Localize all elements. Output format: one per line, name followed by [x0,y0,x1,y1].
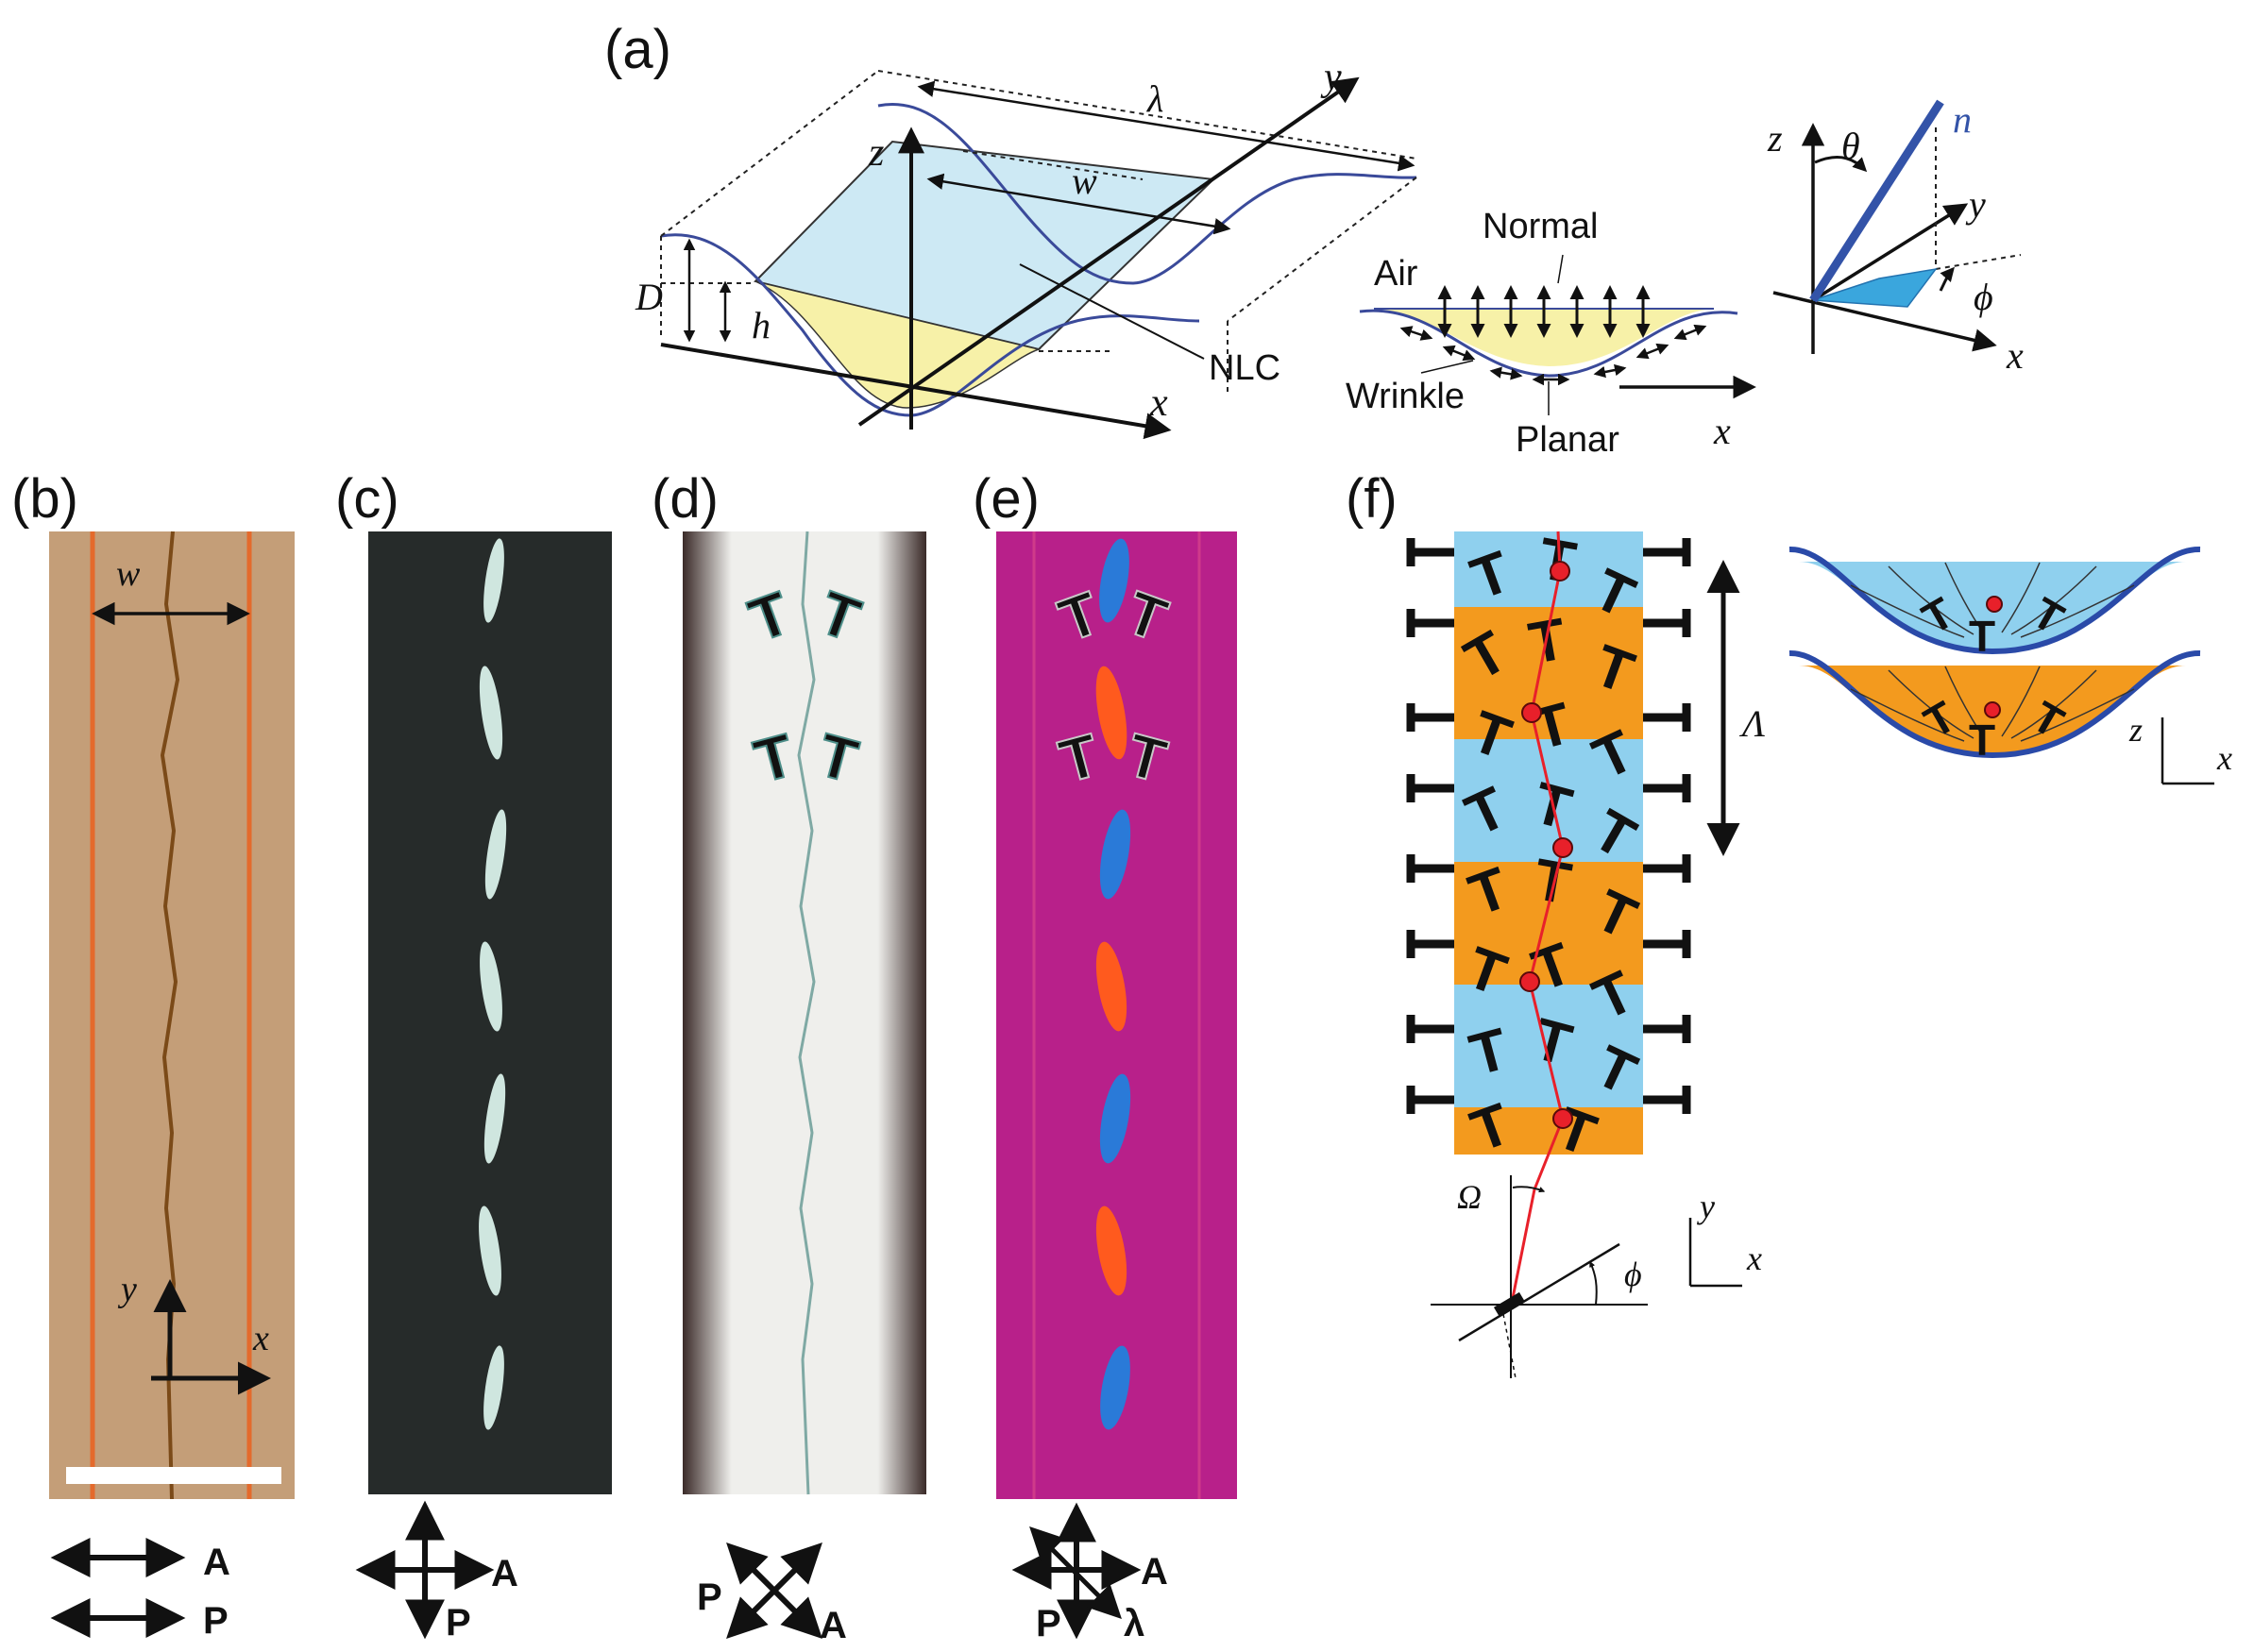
w-arrow [926,173,1231,235]
label-theta: θ [1841,125,1860,167]
director-projection [1812,267,1938,308]
polarizer-label-d: P [697,1576,722,1618]
label-w-b: w [116,554,141,594]
normal-anchoring-arrows [1437,285,1651,338]
label-y-f: y [1697,1188,1715,1225]
panel-d: (d) T T T T P A [652,468,926,1646]
lambda-plate-label-e: λ [1124,1603,1144,1644]
director-stripe-column [1454,531,1643,1155]
polarizer-label-b: P [203,1600,229,1642]
label-x-f: x [2216,739,2232,777]
panel-label-b: (b) [11,468,78,530]
boundary-anchors-left [1406,538,1454,1114]
panel-e: (e) T T T T A P λ [973,468,1237,1644]
lambda-arrow [917,80,1415,172]
panel-label-d: (d) [652,468,719,530]
label-air: Air [1374,254,1418,294]
analyzer-label-e: A [1141,1551,1168,1593]
label-n: n [1953,98,1972,141]
panel-f: (f) [1346,468,2232,1379]
label-z-f: z [2128,711,2143,749]
birefringent-spots-c [479,538,507,1430]
panel-label-f: (f) [1346,468,1398,530]
panel-a: (a) [604,19,2024,460]
label-y: y [1320,56,1342,99]
svg-text:T: T [1969,612,1995,661]
nlc-cross-section [754,280,1042,409]
anchoring-diagram: Normal Air Wrinkle Planar x [1346,207,1756,460]
label-normal: Normal [1483,207,1598,246]
label-wrinkle: Wrinkle [1346,377,1465,416]
panel-b: (b) w y x A P [11,468,295,1642]
svg-text:T: T [1969,716,1995,765]
y-axis-line [857,76,1360,427]
defect-points [1519,561,1573,1129]
defect-zigzag [1511,531,1565,1299]
polarizer-label-c: P [446,1602,471,1644]
label-h: h [752,304,771,346]
boundary-anchors-right [1643,538,1691,1114]
color-spots-e [1095,538,1131,1430]
label-x-angle: x [2006,334,2024,377]
cross-section-blue: T T T [1788,546,2201,661]
scale-bar [66,1467,281,1484]
panel-label-a: (a) [604,19,671,80]
analyzer-label-c: A [491,1553,518,1594]
label-planar: Planar [1516,420,1619,460]
label-phi: ϕ [1974,276,1993,318]
panel-c: (c) A P [335,468,612,1644]
panel-label-e: (e) [973,468,1040,530]
label-x2-f: x [1746,1239,1762,1277]
zx-axes-f: z x [2128,711,2232,785]
label-Omega: Ω [1457,1178,1482,1216]
xy-axes-f: y x [1688,1188,1762,1288]
analyzer-label-d: A [820,1605,847,1646]
label-z-angle: z [1767,117,1783,160]
label-lambda: λ [1146,77,1163,120]
label-D: D [635,276,663,318]
analyzer-label-b: A [203,1542,230,1583]
label-w: w [1072,160,1097,202]
angle-construction: Ω ϕ [1431,1175,1648,1379]
label-x-cross: x [1713,410,1731,452]
label-nlc: NLC [1209,348,1280,388]
label-z: z [868,131,884,175]
label-y-b: y [117,1270,137,1309]
label-Lambda: Λ [1738,702,1765,745]
groove-3d-diagram: λ w D h x y z NLC [635,56,1417,440]
planar-anchoring-arrows [1399,324,1707,386]
polarizer-label-e: P [1036,1603,1061,1644]
director-n [1809,99,1944,303]
cross-section-orange: T T T [1788,649,2201,765]
panel-label-c: (c) [335,468,399,530]
label-y-angle: y [1965,183,1986,226]
angle-diagram: z θ n y ϕ x [1767,98,2024,377]
label-phi-f: ϕ [1624,1256,1642,1293]
label-x: x [1149,381,1168,425]
label-x-b: x [252,1319,269,1358]
